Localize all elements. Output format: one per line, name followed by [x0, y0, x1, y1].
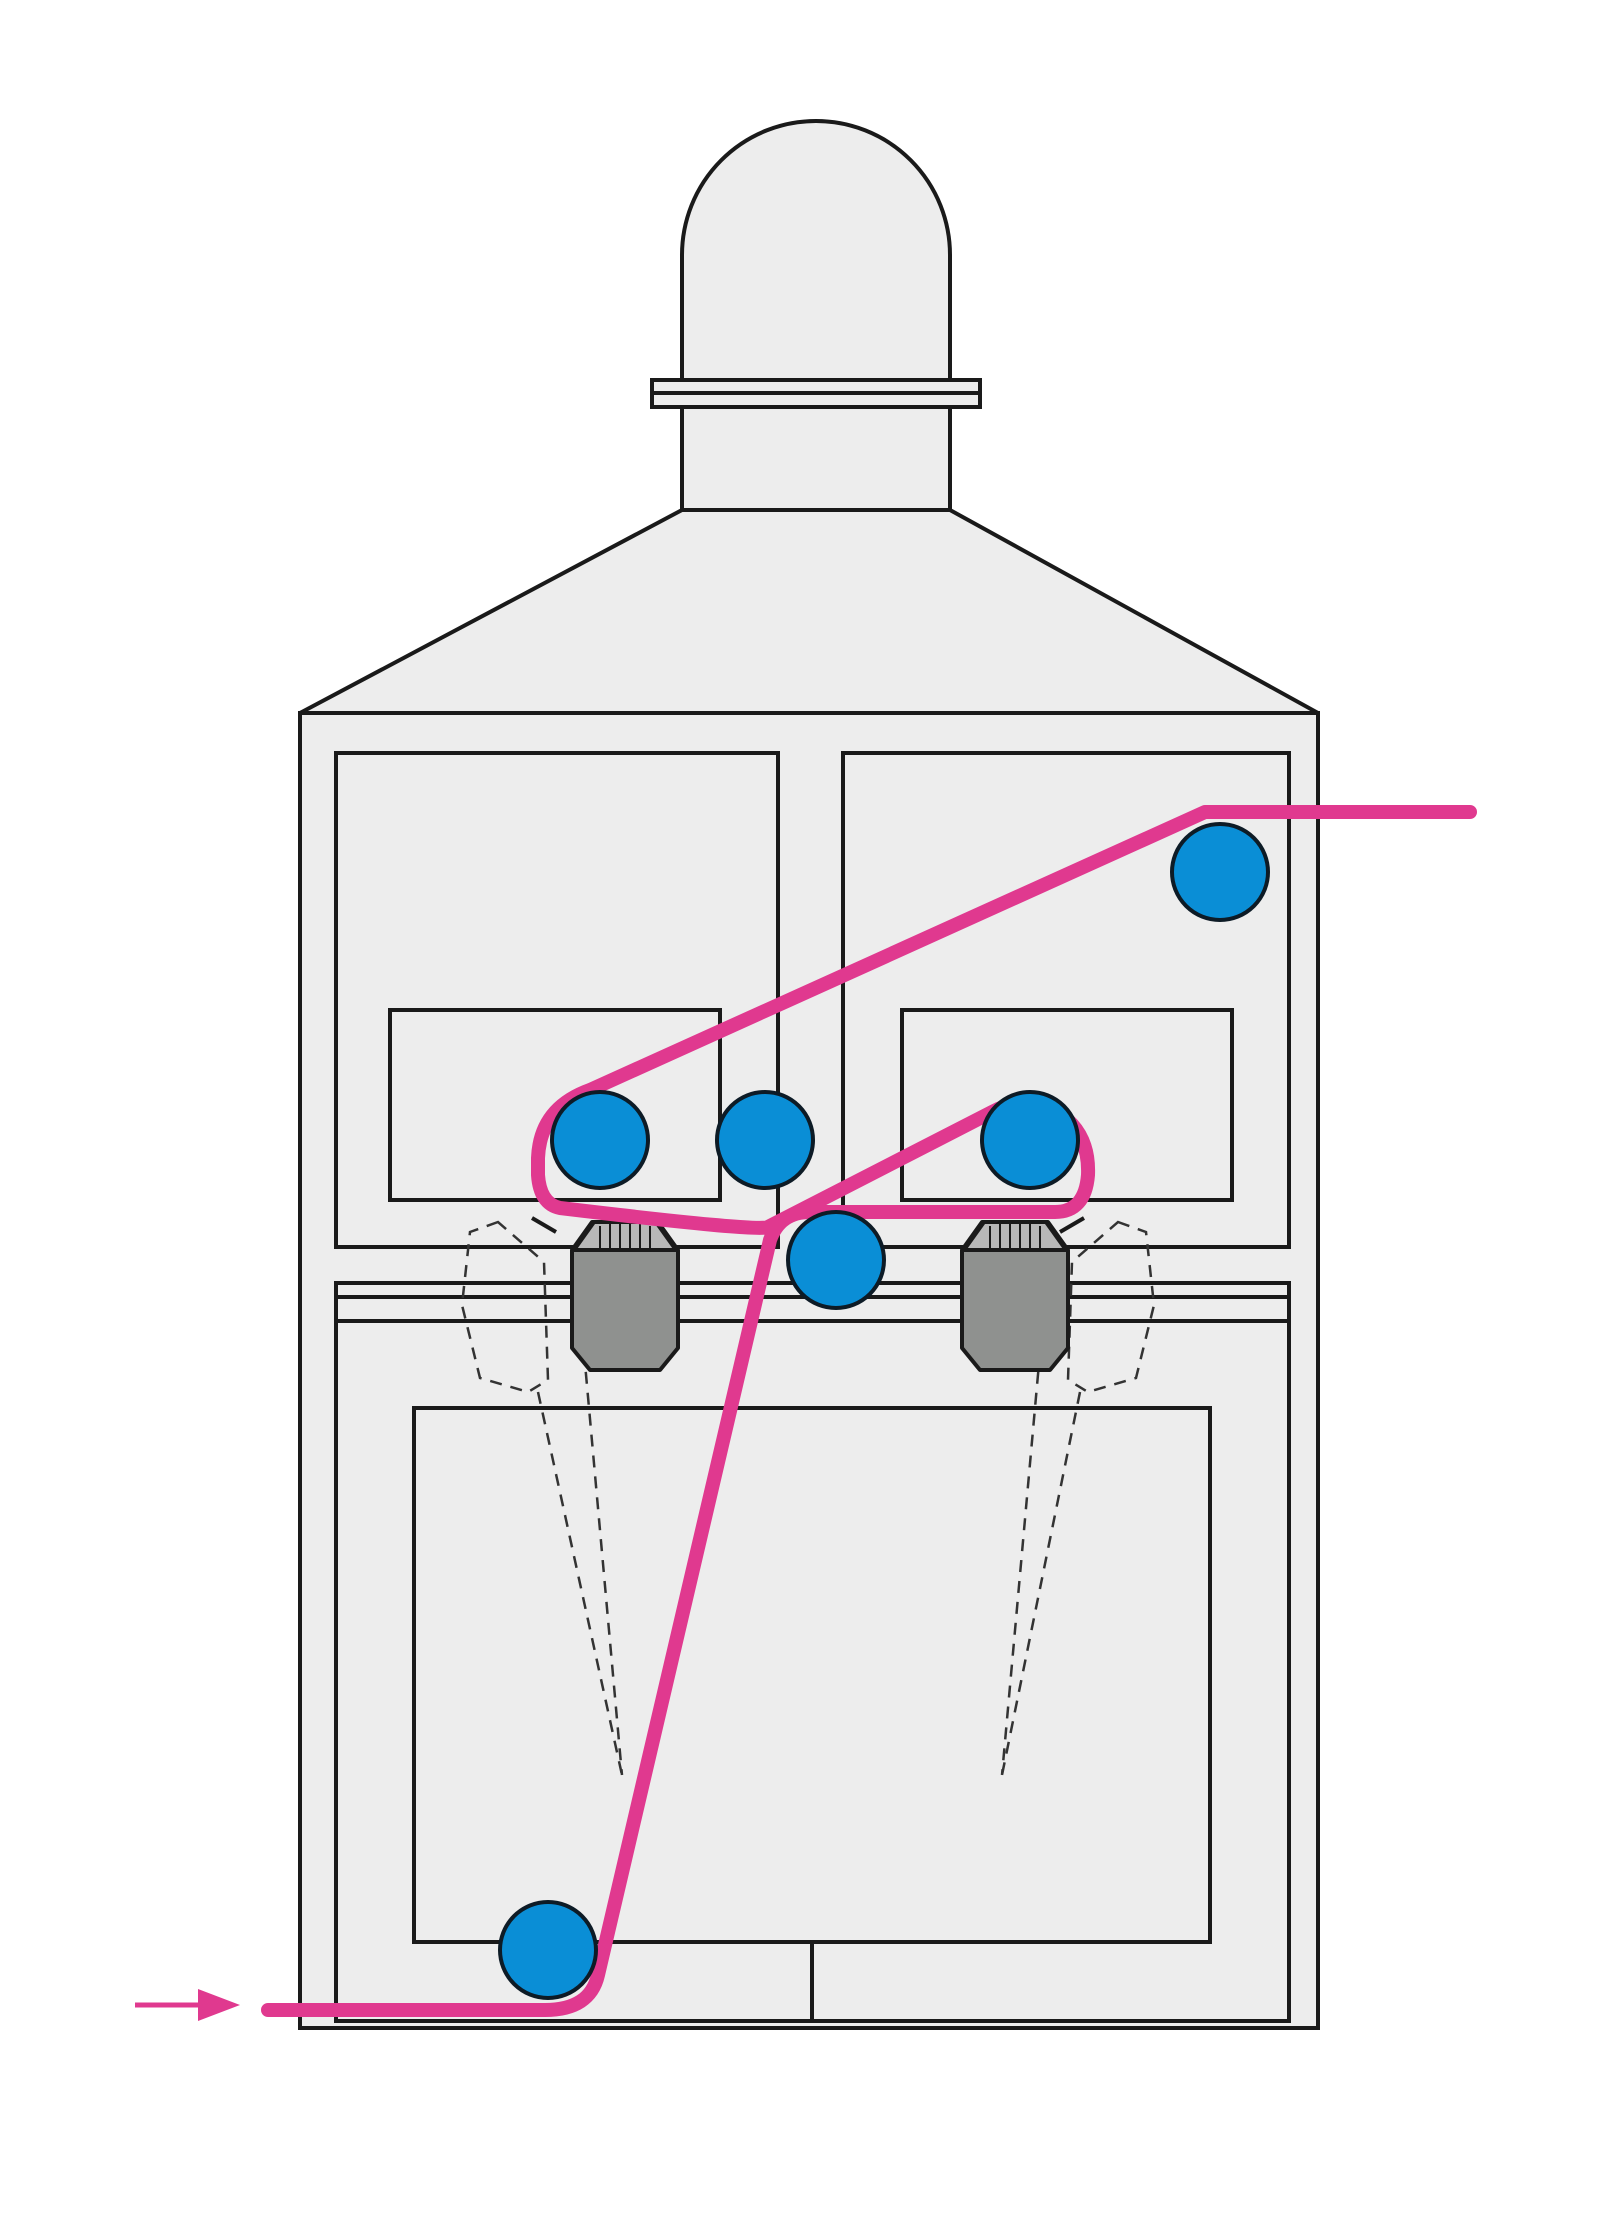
- left-head-fins: [599, 1224, 651, 1248]
- lower-chamber: [412, 1406, 1212, 1944]
- upper-left-roller: [550, 1090, 650, 1190]
- inlet-arrow-head: [198, 1989, 240, 2021]
- upper-right-roller: [980, 1090, 1080, 1190]
- left-spray-head: [570, 1220, 680, 1372]
- spray-cones: [460, 1220, 1156, 1776]
- right-spray-head: [960, 1220, 1070, 1372]
- lower-center-roller: [786, 1210, 886, 1310]
- right-cone-edge-a: [1000, 1391, 1082, 1776]
- left-cone-edge-a: [536, 1391, 624, 1776]
- exhaust-dome: [650, 119, 982, 512]
- right-cone-edge-b: [1000, 1329, 1044, 1776]
- right-tick: [1058, 1216, 1086, 1234]
- left-cone-edge-b: [580, 1329, 624, 1776]
- arrow-right-icon: [135, 1989, 240, 2021]
- hood-roof: [299, 508, 1319, 715]
- inlet-roller: [498, 1900, 598, 2000]
- swing-tick-marks: [530, 1216, 1086, 1234]
- upper-center-roller: [715, 1090, 815, 1190]
- dome-body: [680, 119, 952, 512]
- outlet-roller: [1170, 822, 1270, 922]
- right-head-cap: [962, 1220, 1068, 1252]
- left-tick: [530, 1216, 558, 1234]
- rollers: [498, 822, 1270, 2000]
- right-head-fins: [989, 1224, 1041, 1248]
